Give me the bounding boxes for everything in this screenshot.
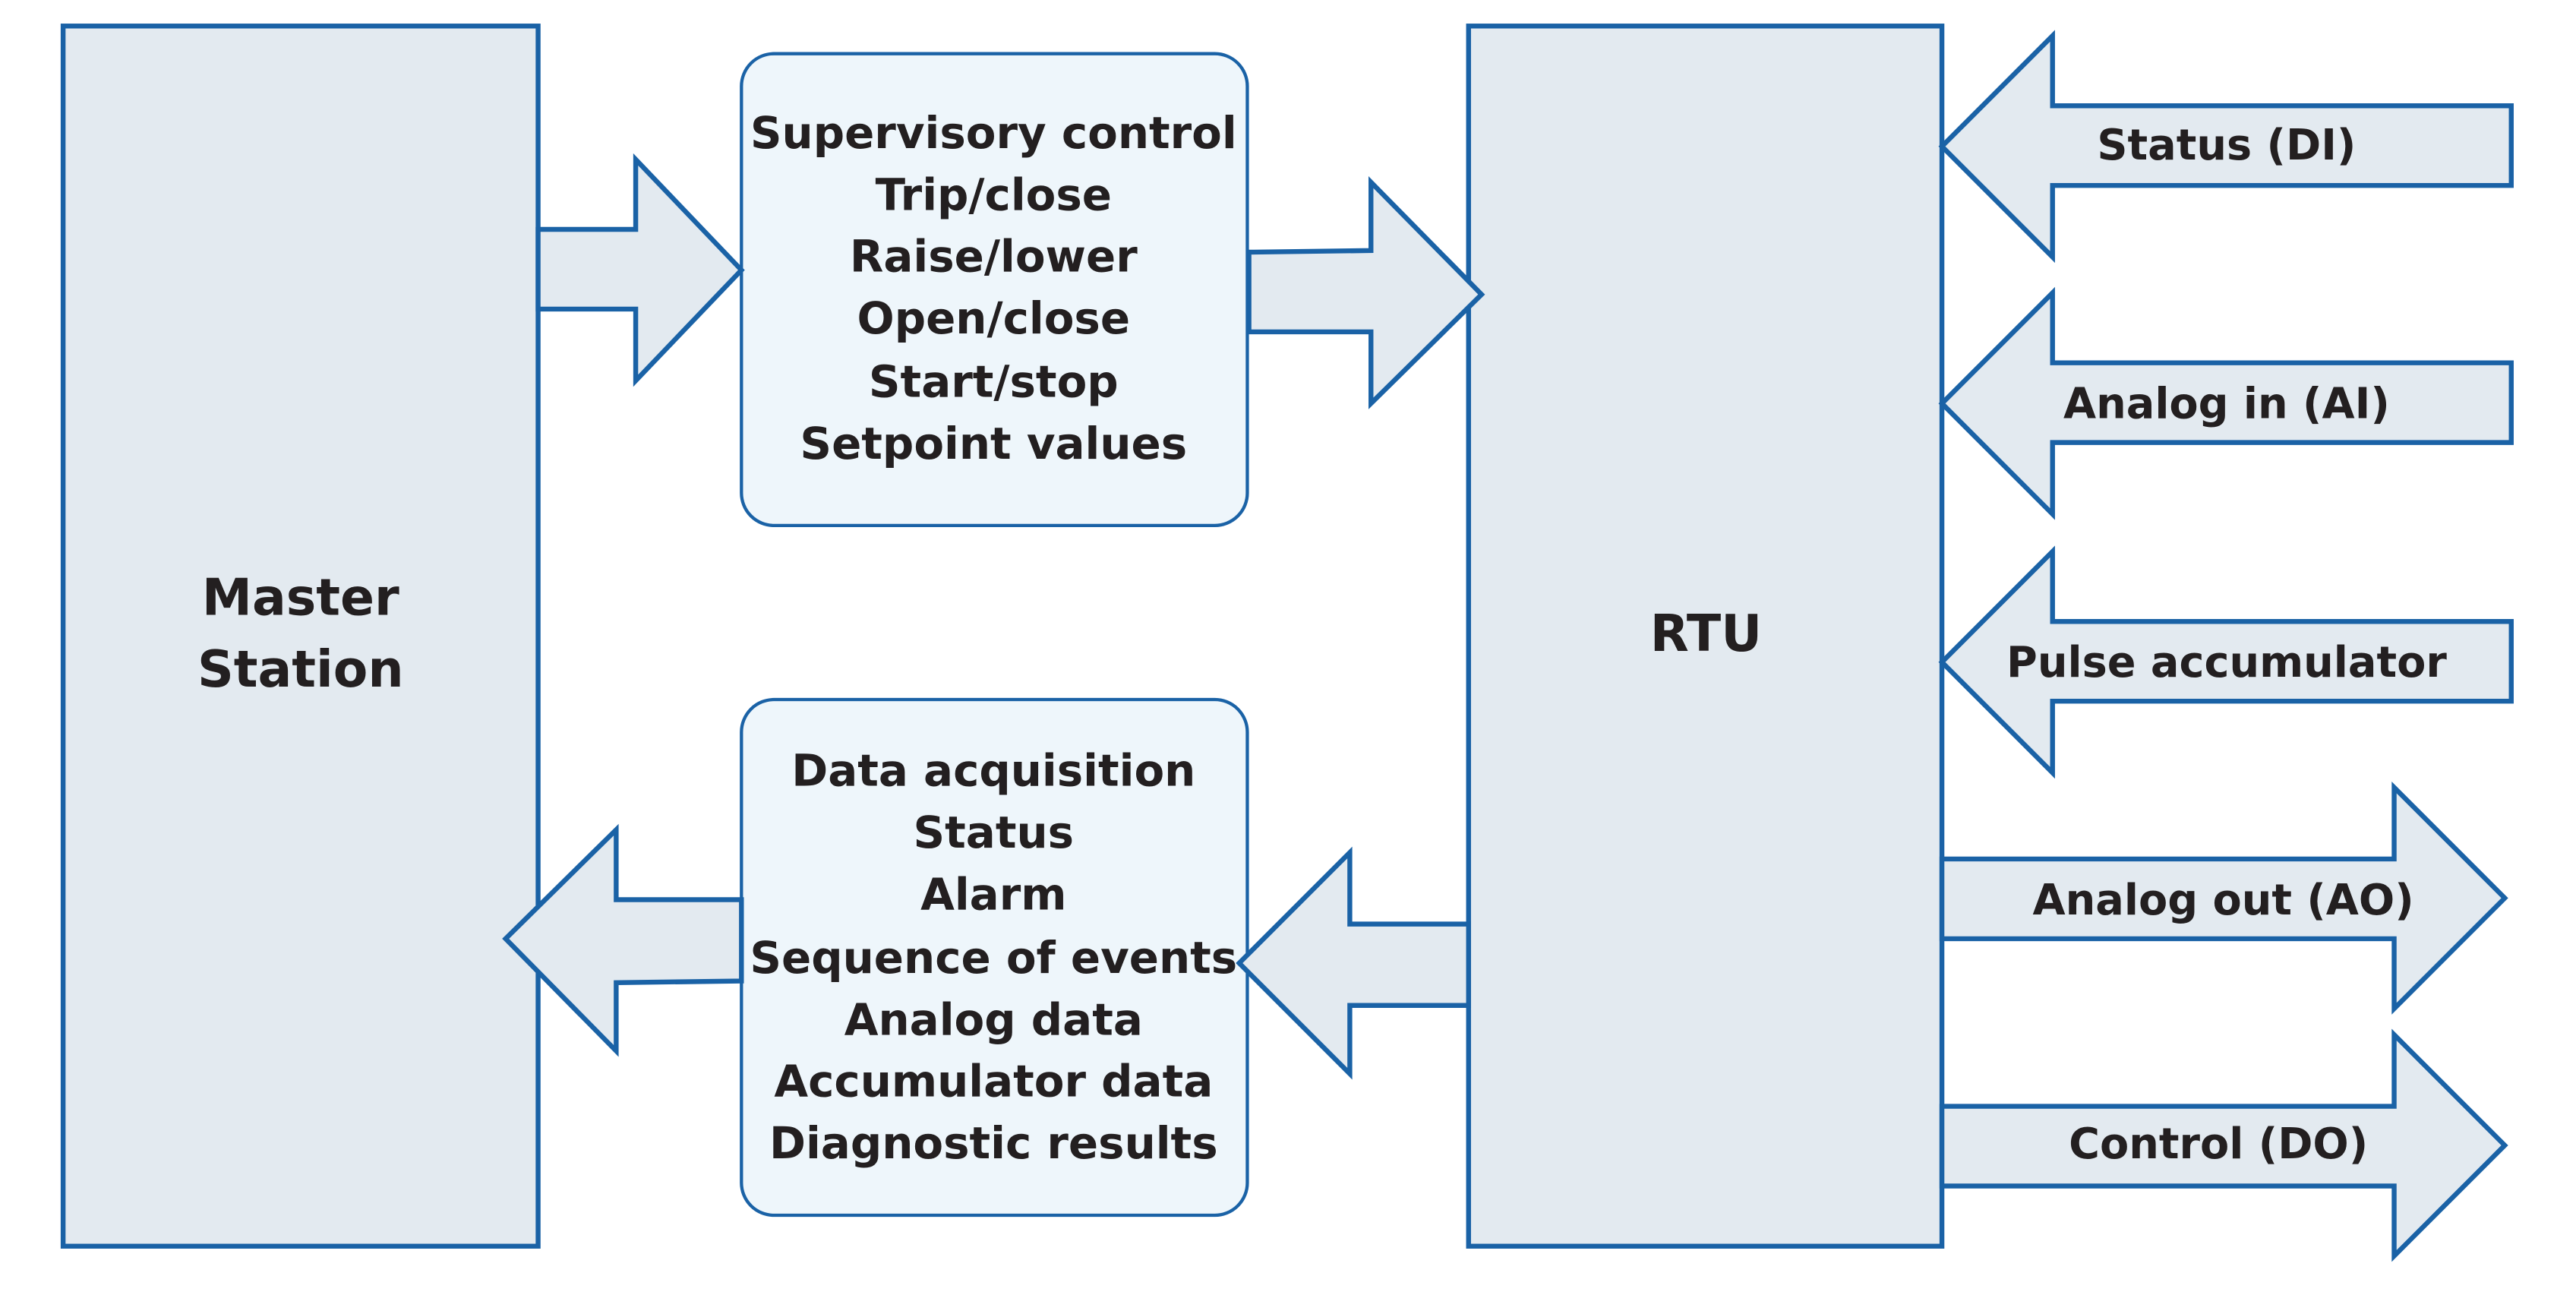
- master-station-block: Master Station: [60, 24, 541, 1249]
- arrow-master-to-control: [535, 153, 745, 387]
- data-item: Alarm: [920, 868, 1066, 920]
- data-acquisition-box: Data acquisition Status Alarm Sequence o…: [740, 697, 1249, 1218]
- control-item: Raise/lower: [850, 231, 1138, 283]
- arrow-pulse-accumulator-input: [1938, 545, 2514, 779]
- arrow-rtu-to-data: [1236, 846, 1471, 1080]
- arrow-analog-in-input: [1938, 286, 2514, 520]
- analog-in-label: Analog in (AI): [2063, 379, 2390, 428]
- control-item: Setpoint values: [800, 418, 1187, 469]
- pulse-accumulator-label: Pulse accumulator: [2006, 638, 2447, 687]
- control-item: Open/close: [857, 292, 1131, 344]
- rtu-block: RTU: [1466, 24, 1945, 1249]
- arrow-control-to-rtu: [1246, 176, 1485, 409]
- arrow-analog-out-output: [1939, 781, 2508, 1015]
- data-item: Analog data: [844, 993, 1143, 1045]
- arrow-status-di-input: [1938, 30, 2514, 264]
- rtu-label: RTU: [1650, 604, 1762, 663]
- master-station-label-line-2: Station: [197, 640, 404, 699]
- data-item: Status: [914, 807, 1075, 858]
- control-item: Start/stop: [869, 356, 1119, 408]
- data-item: Accumulator data: [774, 1056, 1213, 1107]
- arrow-data-to-master: [502, 823, 744, 1057]
- master-station-label-line-1: Master: [202, 568, 399, 627]
- supervisory-control-box: Supervisory control Trip/close Raise/low…: [740, 52, 1249, 527]
- arrow-control-do-output: [1939, 1028, 2508, 1262]
- control-item: Trip/close: [876, 169, 1112, 220]
- analog-out-label: Analog out (AO): [2033, 876, 2414, 925]
- status-di-label: Status (DI): [2097, 121, 2356, 170]
- data-item: Data acquisition: [791, 745, 1195, 797]
- data-item: Diagnostic results: [769, 1117, 1218, 1169]
- control-do-label: Control (DO): [2069, 1120, 2368, 1169]
- control-item: Supervisory control: [750, 107, 1237, 159]
- data-item: Sequence of events: [750, 932, 1237, 984]
